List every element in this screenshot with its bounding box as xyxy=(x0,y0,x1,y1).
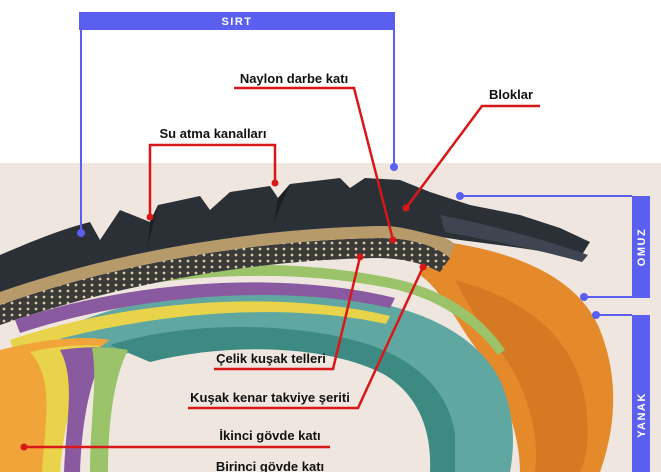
sidewall-shade xyxy=(455,280,588,472)
dot-su-atma-1 xyxy=(146,213,154,221)
sirt-right-dot xyxy=(390,163,398,171)
omuz-top-dot xyxy=(456,192,464,200)
left-ply-green xyxy=(90,347,128,472)
steel-belt xyxy=(0,238,450,325)
dot-ikinci xyxy=(20,443,28,451)
label-su-atma-kanallari: Su atma kanalları xyxy=(160,126,267,141)
ply-purple xyxy=(15,282,395,333)
ply-yellow xyxy=(10,301,390,352)
leader-celik xyxy=(214,256,362,371)
omuz-bottom-dot xyxy=(580,293,588,301)
tread-groove-1 xyxy=(148,205,158,245)
left-ply-purple xyxy=(60,347,108,472)
left-ply-yellow xyxy=(30,345,100,472)
inner-liner-dark xyxy=(110,326,455,472)
leader-bloklar xyxy=(404,104,540,209)
dot-su-atma-2 xyxy=(271,179,279,187)
label-birinci-govde-kati: Birinci gövde katı xyxy=(216,459,324,472)
tread-shoulder-highlight xyxy=(440,215,588,262)
label-kusak-kenar-takviye-seriti: Kuşak kenar takviye şeriti xyxy=(190,390,350,405)
nylon-belt xyxy=(0,226,455,305)
label-naylon-darbe-kati: Naylon darbe katı xyxy=(240,71,348,86)
dot-kusak-kenar xyxy=(419,263,427,271)
label-celik-kusak-telleri: Çelik kuşak telleri xyxy=(216,351,326,366)
leader-kusak-kenar xyxy=(188,266,425,410)
omuz-bar xyxy=(632,196,650,298)
leader-naylon xyxy=(234,86,395,241)
dot-naylon xyxy=(389,236,397,244)
dot-celik xyxy=(356,253,364,261)
sirt-label: SIRT xyxy=(221,16,252,28)
dot-bloklar xyxy=(402,204,410,212)
omuz-label: OMUZ xyxy=(636,228,648,266)
label-ikinci-govde-kati: İkinci gövde katı xyxy=(219,428,320,443)
tread-groove-2 xyxy=(274,184,290,222)
yanak-bar xyxy=(632,315,650,472)
sirt-left-dot xyxy=(77,229,85,237)
yanak-label: YANAK xyxy=(636,392,648,438)
leader-su-atma xyxy=(148,143,277,217)
label-bloklar: Bloklar xyxy=(489,87,533,102)
sirt-bar xyxy=(79,12,395,30)
tread-block xyxy=(0,178,590,292)
yanak-top-dot xyxy=(592,311,600,319)
